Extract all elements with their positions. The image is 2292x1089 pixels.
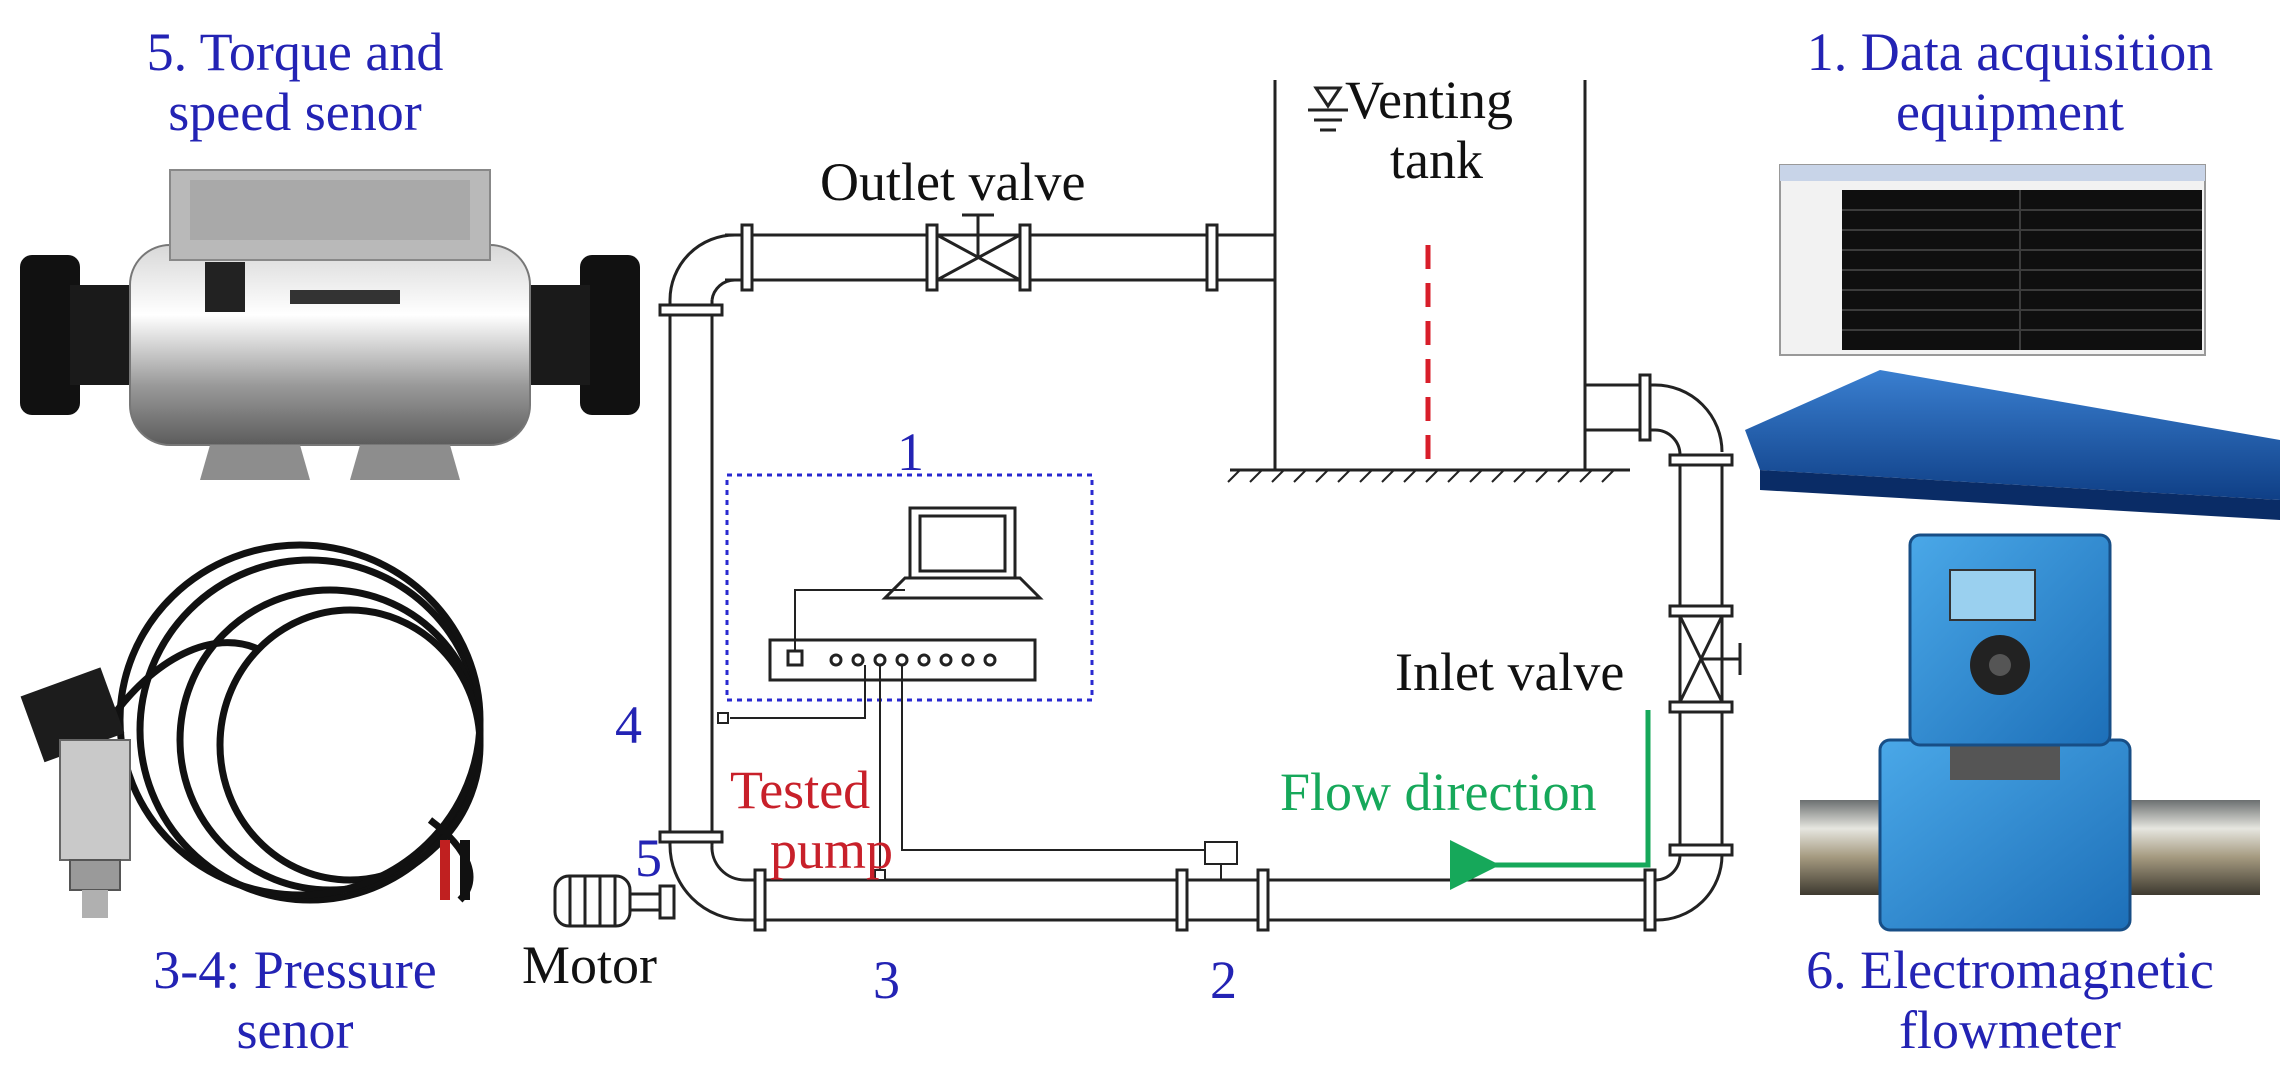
pressure-sensor-label-line2: senor — [236, 1000, 354, 1060]
tested-pump-label: Tested pump — [730, 760, 893, 880]
motor-label: Motor — [522, 935, 657, 995]
data-acquisition-label: 1. Data acquisition equipment — [1760, 22, 2260, 142]
data-acquisition-label-line2: equipment — [1896, 82, 2124, 142]
venting-tank-label-line2: tank — [1390, 130, 1483, 190]
flowmeter-label-line1: 6. Electromagnetic — [1806, 940, 2214, 1000]
laptop-icon — [881, 506, 1044, 600]
tank-ground-hatch — [1227, 469, 1615, 483]
motor-icon — [553, 874, 676, 928]
flowmeter-label-line2: flowmeter — [1899, 1000, 2121, 1060]
torque-sensor-photo — [20, 169, 640, 480]
marker-4: 4 — [615, 695, 642, 755]
pressure-sensor-body — [20, 667, 470, 918]
tested-pump-label-line2: pump — [770, 820, 894, 880]
flow-direction-label: Flow direction — [1280, 762, 1597, 822]
outlet-valve-label: Outlet valve — [820, 152, 1086, 212]
data-acquisition-label-line1: 1. Data acquisition — [1806, 22, 2214, 82]
pressure-sensor-photo — [107, 541, 484, 904]
marker-2: 2 — [1210, 950, 1237, 1010]
venting-tank-label: Venting tank — [1345, 70, 1513, 190]
inlet-valve-icon — [1677, 614, 1742, 704]
data-acquisition-photo — [1745, 164, 2280, 520]
outlet-valve-icon — [935, 213, 1022, 283]
venting-tank-label-line1: Venting — [1345, 70, 1513, 130]
daq-dotted-box — [725, 473, 1094, 702]
flowmeter-photo — [1800, 533, 2260, 932]
torque-sensor-label-line2: speed senor — [168, 82, 422, 142]
pipe-loop — [668, 233, 1724, 922]
torque-sensor-label: 5. Torque and speed senor — [60, 22, 530, 142]
pressure-sensor-label: 3-4: Pressure senor — [60, 940, 530, 1060]
marker-1: 1 — [897, 422, 924, 482]
torque-sensor-label-line1: 5. Torque and — [146, 22, 444, 82]
inlet-valve-label: Inlet valve — [1395, 642, 1625, 702]
tested-pump-label-line1: Tested — [730, 760, 871, 820]
marker-3: 3 — [873, 950, 900, 1010]
water-level-icon — [1308, 86, 1348, 132]
pressure-sensor-label-line1: 3-4: Pressure — [153, 940, 437, 1000]
sensor-taps — [717, 712, 1238, 881]
flowmeter-label: 6. Electromagnetic flowmeter — [1760, 940, 2260, 1060]
signal-wires — [730, 589, 1210, 870]
pipe-flanges — [658, 223, 1734, 932]
venting-tank — [1230, 80, 1630, 472]
flow-direction-arrow — [1450, 710, 1651, 890]
marker-5: 5 — [635, 828, 662, 888]
